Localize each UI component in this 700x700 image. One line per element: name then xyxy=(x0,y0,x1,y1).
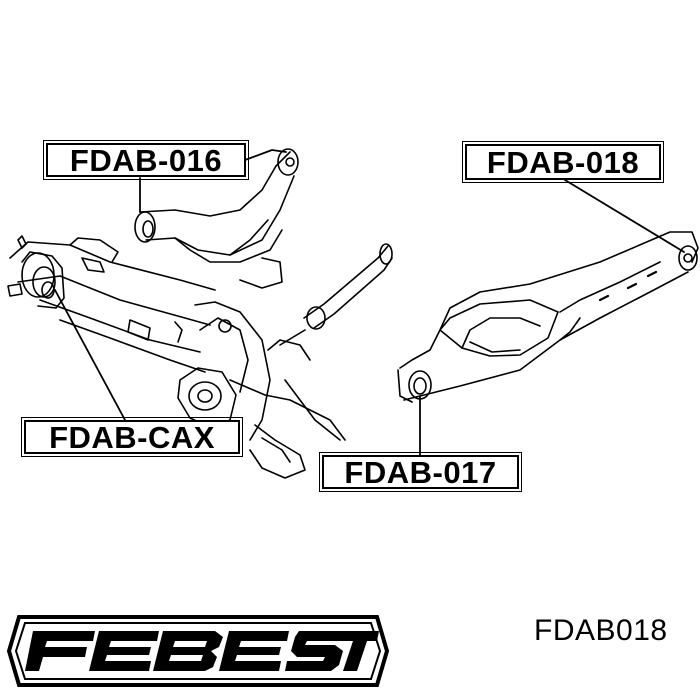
callout-fdab-016: FDAB-016 xyxy=(43,140,249,180)
toe-link xyxy=(279,243,393,441)
rear-subframe xyxy=(7,235,216,373)
callout-fdab-018: FDAB-018 xyxy=(462,141,664,183)
part-number: FDAB018 xyxy=(534,614,668,647)
febest-logo xyxy=(6,615,390,687)
upper-control-arm xyxy=(134,148,299,289)
leader-lines xyxy=(54,149,685,457)
callout-fdab-cax: FDAB-CAX xyxy=(21,417,243,457)
callout-fdab-017: FDAB-017 xyxy=(319,452,522,492)
bushing-cax xyxy=(21,251,65,309)
lower-control-arm xyxy=(397,231,699,403)
knuckle xyxy=(177,301,346,479)
